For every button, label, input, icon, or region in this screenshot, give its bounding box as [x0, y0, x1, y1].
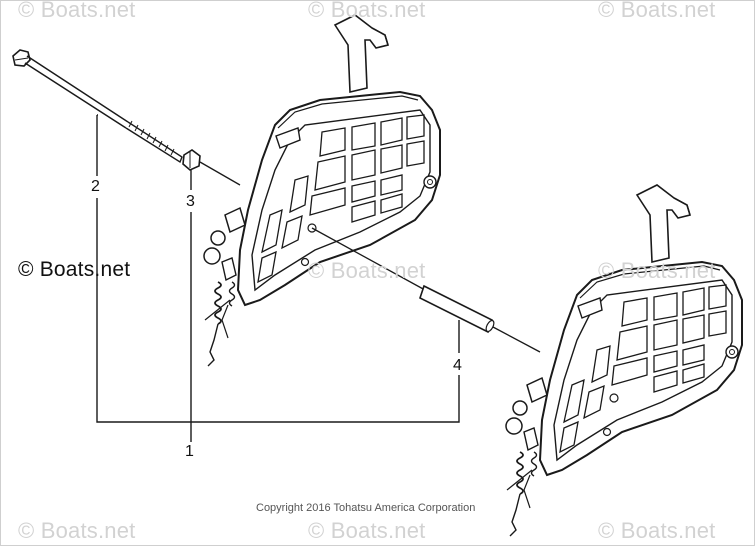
callout-2: 2	[91, 178, 100, 195]
nut-part	[182, 149, 201, 171]
watermark-bottom-right: © Boats.net	[598, 518, 716, 543]
watermark-top-left: © Boats.net	[18, 0, 136, 22]
watermark-bottom-left: © Boats.net	[18, 518, 136, 543]
watermark-top-right: © Boats.net	[598, 0, 716, 22]
connecting-pipe-part	[311, 227, 541, 353]
callout-1: 1	[185, 443, 194, 460]
callout-leaders	[96, 115, 460, 442]
watermark-bottom-center: © Boats.net	[308, 518, 426, 543]
copyright-text: Copyright 2016 Tohatsu America Corporati…	[256, 502, 476, 514]
watermark-mid-right: © Boats.net	[598, 258, 716, 283]
remote-control-unit-upper	[203, 14, 441, 367]
bolt-shaft-extension	[199, 161, 241, 186]
bolt-part	[12, 49, 183, 164]
watermark-mid-center: © Boats.net	[308, 258, 426, 283]
watermark-mid-left: © Boats.net	[18, 258, 131, 281]
watermark-top-center: © Boats.net	[308, 0, 426, 22]
callout-3: 3	[186, 193, 195, 210]
callout-4: 4	[453, 357, 462, 374]
remote-control-unit-lower	[505, 184, 743, 537]
